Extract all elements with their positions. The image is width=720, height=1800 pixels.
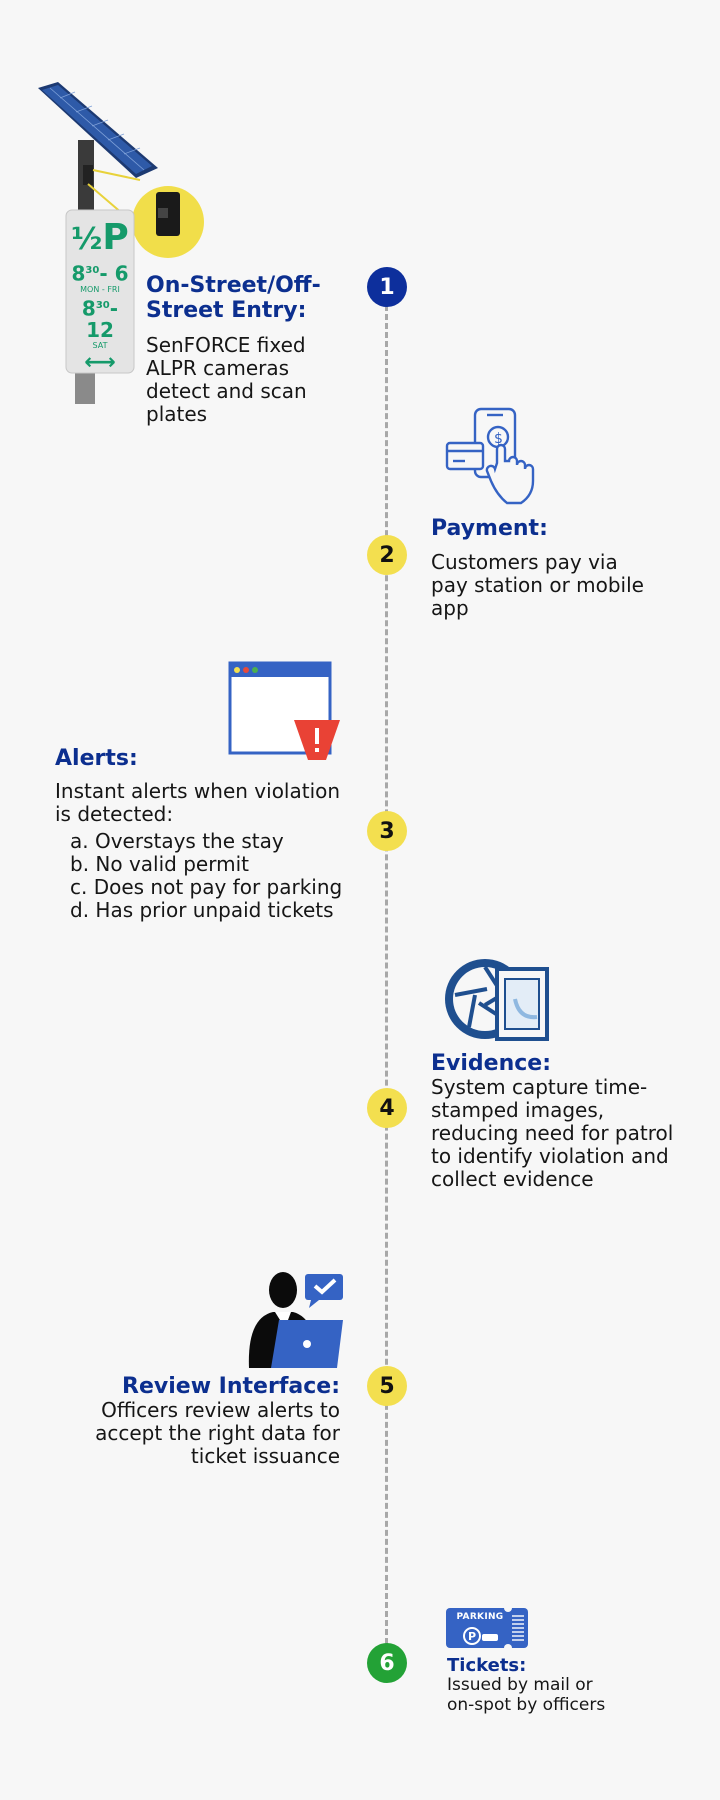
step-4-description: System capture time-stamped images, redu… [431, 1075, 674, 1191]
sign-time2: 8 [81, 296, 96, 321]
step-1-marker: 1 [367, 267, 407, 307]
sign-double-arrow-icon: ⟷ [84, 350, 116, 376]
step-6-marker: 6 [367, 1643, 407, 1683]
step-3-description: Instant alerts when violation is detecte… [55, 779, 341, 826]
camera-shutter-image-icon [445, 959, 549, 1041]
step-5-marker: 5 [367, 1366, 407, 1406]
payment-phone-icon: $ [445, 407, 535, 505]
list-item: c. Does not pay for parking [70, 875, 343, 899]
step-6-description: Issued by mail or on-spot by officers [447, 1675, 606, 1715]
svg-text:$: $ [494, 431, 503, 447]
officer-laptop-icon [248, 1272, 343, 1368]
timeline-dashed-line [385, 287, 388, 1662]
list-item: d. Has prior unpaid tickets [70, 898, 334, 922]
svg-text:P: P [468, 1630, 476, 1643]
solar-camera-pole-icon [38, 82, 204, 404]
sign-saturday: SAT [92, 341, 108, 351]
step-2-description: Customers pay via pay station or mobile … [431, 550, 644, 620]
step-5-description: Officers review alerts to accept the rig… [95, 1398, 340, 1468]
sign-fraction: ½ [71, 222, 103, 257]
sign-weekday: MON - FRI [80, 284, 120, 294]
step-5-title: Review Interface: [122, 1374, 340, 1399]
step-4-marker: 4 [367, 1088, 407, 1128]
step-1-description: SenFORCE fixed ALPR cameras detect and s… [146, 333, 307, 426]
sign-time2-end: 12 [86, 318, 114, 343]
parking-ticket-icon: P [446, 1608, 528, 1650]
sign-time2-sup: 30 [95, 299, 110, 311]
step-1-title: On-Street/Off-Street Entry: [146, 273, 321, 323]
sign-time1: 8 [71, 261, 86, 286]
browser-alert-icon [228, 661, 340, 760]
step-6-title: Tickets: [447, 1655, 527, 1676]
sign-time1-end: 6 [114, 261, 129, 286]
step-2-title: Payment: [431, 516, 548, 541]
ticket-label: PARKING [456, 1612, 504, 1622]
step-4-title: Evidence: [431, 1051, 552, 1076]
list-item: b. No valid permit [70, 852, 249, 876]
sign-letter: P [102, 217, 129, 258]
step-2-marker: 2 [367, 535, 407, 575]
sign-time1-sup: 30 [85, 265, 100, 276]
step-3-marker: 3 [367, 811, 407, 851]
list-item: a. Overstays the stay [70, 829, 284, 853]
parking-sign: ½P 830- 6 MON - FRI 830- 12 SAT ⟷ [66, 212, 134, 375]
step-3-title: Alerts: [55, 746, 138, 771]
step-3-list: a. Overstays the stay b. No valid permit… [70, 830, 342, 922]
